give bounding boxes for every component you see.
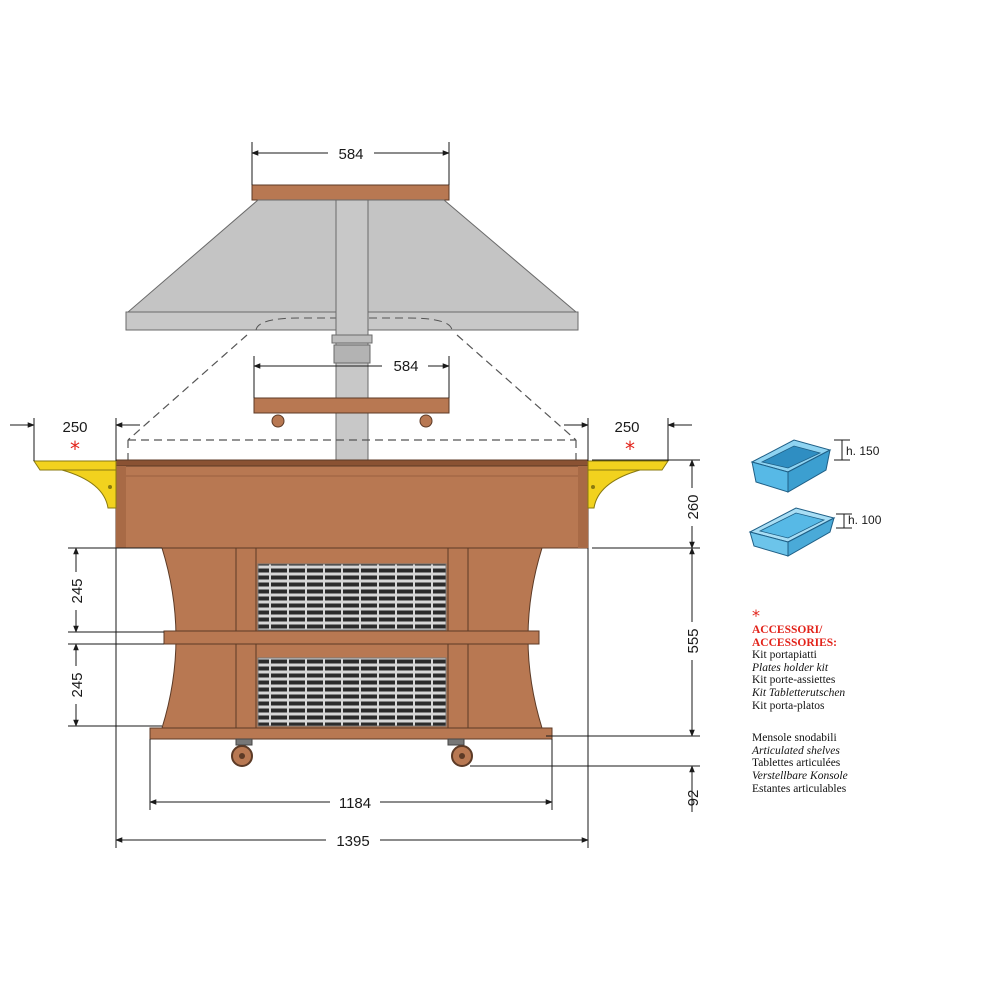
dim-total-width: 1395 <box>336 833 369 850</box>
legend-line: Kit porte-assiettes <box>752 674 836 687</box>
inner-shelf <box>253 397 450 428</box>
legend-line: Verstellbare Konsole <box>752 769 848 782</box>
counter-top <box>115 459 589 549</box>
lower-grille <box>257 657 447 727</box>
hood-lamp-outline <box>255 317 453 331</box>
right-articulated-shelf <box>587 460 669 509</box>
legend-line: Kit porta-platos <box>752 699 825 712</box>
column-sleeve <box>333 344 371 364</box>
legend: * ACCESSORI/ ACCESSORIES: Kit portapiatt… <box>752 608 992 795</box>
base-plinth <box>149 727 553 740</box>
caster-right <box>447 738 473 767</box>
legend-line: Kit Tabletterutschen <box>752 686 846 699</box>
dim-left-shelf-width: 250 <box>62 419 87 436</box>
dim-upper-drawer-height: 245 <box>69 578 86 603</box>
legend-line: Articulated shelves <box>752 744 840 757</box>
dim-counter-height: 260 <box>685 494 702 519</box>
shelf-lamp-left <box>271 414 285 428</box>
right-asterisk: * <box>625 437 635 461</box>
cabinet-body <box>149 547 553 740</box>
dim-right-shelf-width: 250 <box>614 419 639 436</box>
dim-wheel-height: 92 <box>685 790 702 807</box>
dim-body-height: 555 <box>685 628 702 653</box>
left-articulated-shelf <box>33 460 117 509</box>
legend-accessories-heading-en: ACCESSORIES: <box>752 636 837 649</box>
sneeze-guard-outline <box>127 334 577 460</box>
legend-line: Kit portapiatti <box>752 649 817 662</box>
dim-lower-drawer-height: 245 <box>69 672 86 697</box>
gastronorm-tray-shallow <box>748 507 852 557</box>
left-asterisk: * <box>70 437 80 461</box>
hood-top-cap <box>251 184 450 201</box>
legend-line: Mensole snodabili <box>752 732 837 745</box>
dim-inner-shelf-width: 584 <box>393 358 418 375</box>
caster-left <box>231 738 253 767</box>
upper-grille <box>257 563 447 631</box>
dim-top-hood-width: 584 <box>338 146 363 163</box>
deep-tray-label: h. 150 <box>846 444 880 458</box>
legend-accessories-heading-it: ACCESSORI/ <box>752 624 823 636</box>
legend-asterisk: * <box>752 606 760 625</box>
shelf-lamp-right <box>419 414 433 428</box>
legend-line: Tablettes articulées <box>752 757 841 770</box>
legend-line: Estantes articulables <box>752 782 847 795</box>
gastronorm-tray-deep <box>750 439 850 493</box>
legend-articulated-shelves: Mensole snodabili Articulated shelves Ta… <box>752 732 992 795</box>
shallow-tray-label: h. 100 <box>848 513 882 527</box>
central-column <box>335 199 369 463</box>
legend-line: Plates holder kit <box>752 661 829 674</box>
middle-shelf-band <box>163 630 540 645</box>
column-collar <box>331 334 373 344</box>
dim-base-width: 1184 <box>339 795 371 812</box>
legend-plates-kit: Kit portapiatti Plates holder kit Kit po… <box>752 649 992 712</box>
